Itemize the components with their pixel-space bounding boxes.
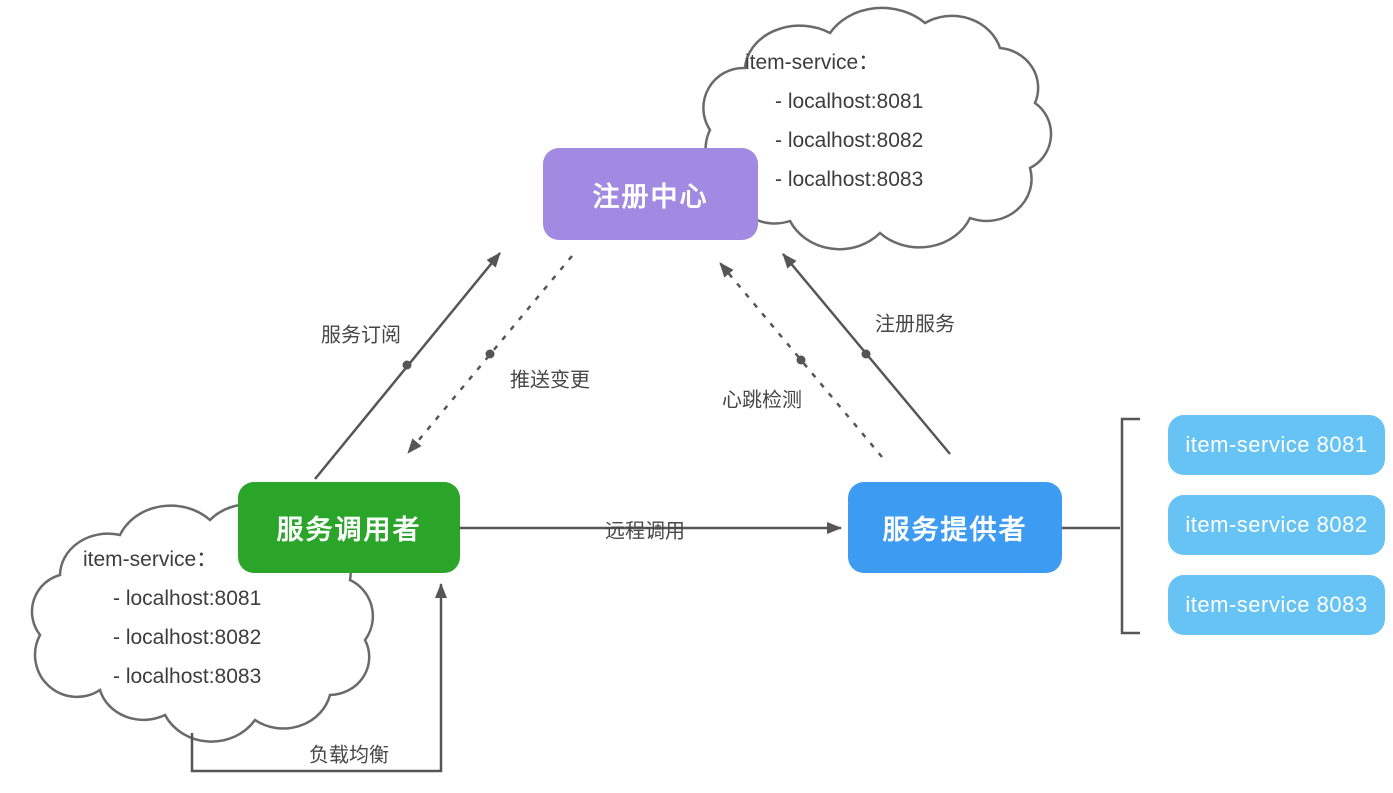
instance-label: item-service 8083: [1185, 592, 1368, 617]
edge-push-arrow: [407, 255, 573, 454]
instance-box-8081: item-service 8081: [1168, 415, 1385, 475]
edge-label-remote-call: 远程调用: [605, 520, 685, 543]
node-registry-label: 注册中心: [592, 181, 709, 212]
node-provider-label: 服务提供者: [882, 515, 1028, 545]
edge-subscribe-midpoint: [402, 360, 412, 370]
edge-heartbeat-midpoint: [796, 355, 806, 365]
consumer-cloud-title: item-service：: [83, 548, 218, 571]
edge-push-midpoint: [485, 349, 495, 359]
instance-box-8083: item-service 8083: [1168, 575, 1385, 635]
edge-register-midpoint: [861, 349, 871, 359]
edge-load-balance-arrow: [190, 583, 447, 773]
edge-heartbeat-arrow: [719, 262, 883, 458]
instance-label: item-service 8081: [1185, 432, 1368, 457]
edge-label-load-balance: 负载均衡: [309, 744, 389, 767]
instances-bracket: [1120, 417, 1140, 635]
edge-label-register: 注册服务: [875, 313, 955, 336]
consumer-cloud-item: - localhost:8083: [113, 665, 262, 688]
consumer-cloud-text: item-service： - localhost:8081 - localho…: [83, 540, 261, 696]
edge-label-heartbeat: 心跳检测: [722, 389, 802, 412]
registry-cloud-outline: [702, 6, 1053, 251]
instance-box-8082: item-service 8082: [1168, 495, 1385, 555]
registry-cloud-item: - localhost:8082: [775, 129, 924, 152]
node-registry: 注册中心: [543, 148, 758, 240]
registry-cloud-item: - localhost:8081: [775, 90, 924, 113]
node-consumer-label: 服务调用者: [276, 515, 422, 545]
edge-label-push: 推送变更: [510, 369, 590, 392]
consumer-cloud-item: - localhost:8082: [113, 626, 262, 649]
node-provider: 服务提供者: [848, 482, 1062, 573]
node-consumer: 服务调用者: [238, 482, 460, 573]
instance-label: item-service 8082: [1185, 512, 1368, 537]
registry-cloud-item: - localhost:8083: [775, 168, 924, 191]
registry-cloud-title: item-service：: [745, 51, 880, 74]
consumer-cloud-item: - localhost:8081: [113, 587, 262, 610]
edge-label-subscribe: 服务订阅: [321, 324, 401, 347]
registry-cloud-text: item-service： - localhost:8081 - localho…: [745, 43, 923, 199]
